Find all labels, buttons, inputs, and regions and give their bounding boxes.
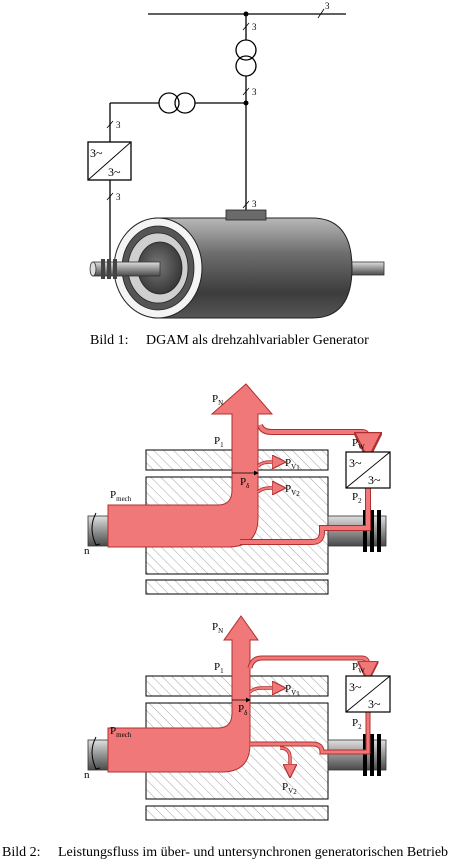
dfig-machine-icon <box>89 209 385 319</box>
label-p1: P <box>214 661 220 673</box>
loss-arrow-pv2 <box>279 747 290 774</box>
label-pw: P <box>352 661 358 673</box>
frequency-converter-icon: 3~ 3~ <box>345 675 391 713</box>
converter-input-label: 3~ <box>349 680 362 694</box>
figure-1-caption: Bild 1: DGAM als drehzahlvariabler Gener… <box>90 333 369 348</box>
power-flow-panel-subsynchronous: 3~ 3~ n PN P1 PW PV1 Pδ PV2 P2 Pmech <box>84 615 391 821</box>
label-pn: P <box>212 393 218 405</box>
phase-mark-grid: 3 <box>325 1 330 11</box>
figure-1: 3 3 3 3 3 3~ 3~ <box>87 1 385 348</box>
label-pdelta: P <box>240 476 246 488</box>
loss-arrow-pv1 <box>257 462 282 466</box>
figure-2-caption-number: Bild 2: <box>2 845 41 860</box>
figure-2-caption-text: Leistungsfluss im über- und untersynchro… <box>58 845 448 860</box>
label-pv2: P <box>282 781 288 793</box>
stator-lower-yoke <box>145 805 329 821</box>
figure-1-caption-number: Bild 1: <box>90 333 129 348</box>
speed-label: n <box>84 545 90 557</box>
loss-arrow-pv2 <box>257 488 282 492</box>
svg-text:PV1: PV1 <box>285 457 300 472</box>
converter-input-label: 3~ <box>90 146 103 160</box>
loss-arrow-pv1 <box>249 688 282 692</box>
rotor-transformer-icon <box>158 92 196 114</box>
phase-mark-conv-top: 3 <box>116 120 121 130</box>
svg-text:PV1: PV1 <box>285 683 300 698</box>
mechanical-power-flow <box>107 383 274 548</box>
svg-text:P2: P2 <box>352 491 362 505</box>
figure-2-caption: Bild 2: Leistungsfluss im über- und unte… <box>2 845 448 860</box>
mechanical-power-flow <box>107 615 259 773</box>
label-pv2: P <box>285 483 291 495</box>
label-p1: P <box>214 435 220 447</box>
label-pmech: P <box>110 489 116 501</box>
phase-mark-lower: 3 <box>252 87 257 97</box>
label-p2: P <box>352 491 358 503</box>
svg-text:PN: PN <box>212 621 223 635</box>
svg-text:Pmech: Pmech <box>110 725 132 739</box>
label-pmech: P <box>110 725 116 737</box>
phase-mark-upper: 3 <box>252 22 257 32</box>
shaft-right <box>327 739 387 771</box>
svg-text:PV2: PV2 <box>282 781 297 796</box>
svg-text:Pδ: Pδ <box>240 476 250 490</box>
power-flow-panel-supersynchronous: 3~ 3~ n PN P1 PW PV1 Pδ PV2 P2 Pmech <box>84 383 391 595</box>
svg-text:P2: P2 <box>352 717 362 731</box>
frequency-converter-icon: 3~ 3~ <box>87 141 132 181</box>
rotation-arrow-icon <box>91 736 101 770</box>
rotation-arrow-icon <box>91 512 101 546</box>
svg-text:PW: PW <box>352 437 365 451</box>
svg-text:Pmech: Pmech <box>110 489 132 503</box>
stator-lower-yoke <box>145 579 329 595</box>
speed-label: n <box>84 769 90 781</box>
svg-text:Pδ: Pδ <box>238 703 248 717</box>
phase-mark-stator: 3 <box>252 199 257 209</box>
label-pw: P <box>352 437 358 449</box>
svg-text:PN: PN <box>212 393 223 407</box>
svg-text:P1: P1 <box>214 661 224 675</box>
converter-output-label: 3~ <box>368 697 381 711</box>
svg-text:P1: P1 <box>214 435 224 449</box>
label-pdelta: P <box>238 703 244 715</box>
label-pv1: P <box>285 457 291 469</box>
main-transformer-icon <box>235 39 257 77</box>
slip-rings-icon <box>101 259 117 279</box>
converter-to-rotor-flow <box>250 712 370 754</box>
converter-output-label: 3~ <box>108 165 121 179</box>
figure-1-caption-text: DGAM als drehzahlvariabler Generator <box>146 333 369 348</box>
label-pv1: P <box>285 683 291 695</box>
label-p2: P <box>352 717 358 729</box>
label-pn: P <box>212 621 218 633</box>
svg-text:PW: PW <box>352 661 365 675</box>
frequency-converter-icon: 3~ 3~ <box>345 451 391 489</box>
phase-mark-conv-bottom: 3 <box>116 192 121 202</box>
converter-output-label: 3~ <box>368 473 381 487</box>
svg-text:PV2: PV2 <box>285 483 300 498</box>
converter-input-label: 3~ <box>349 456 362 470</box>
terminal-box <box>225 209 267 221</box>
slip-rings-icon <box>363 734 381 776</box>
grid-to-converter-flow <box>248 656 368 676</box>
